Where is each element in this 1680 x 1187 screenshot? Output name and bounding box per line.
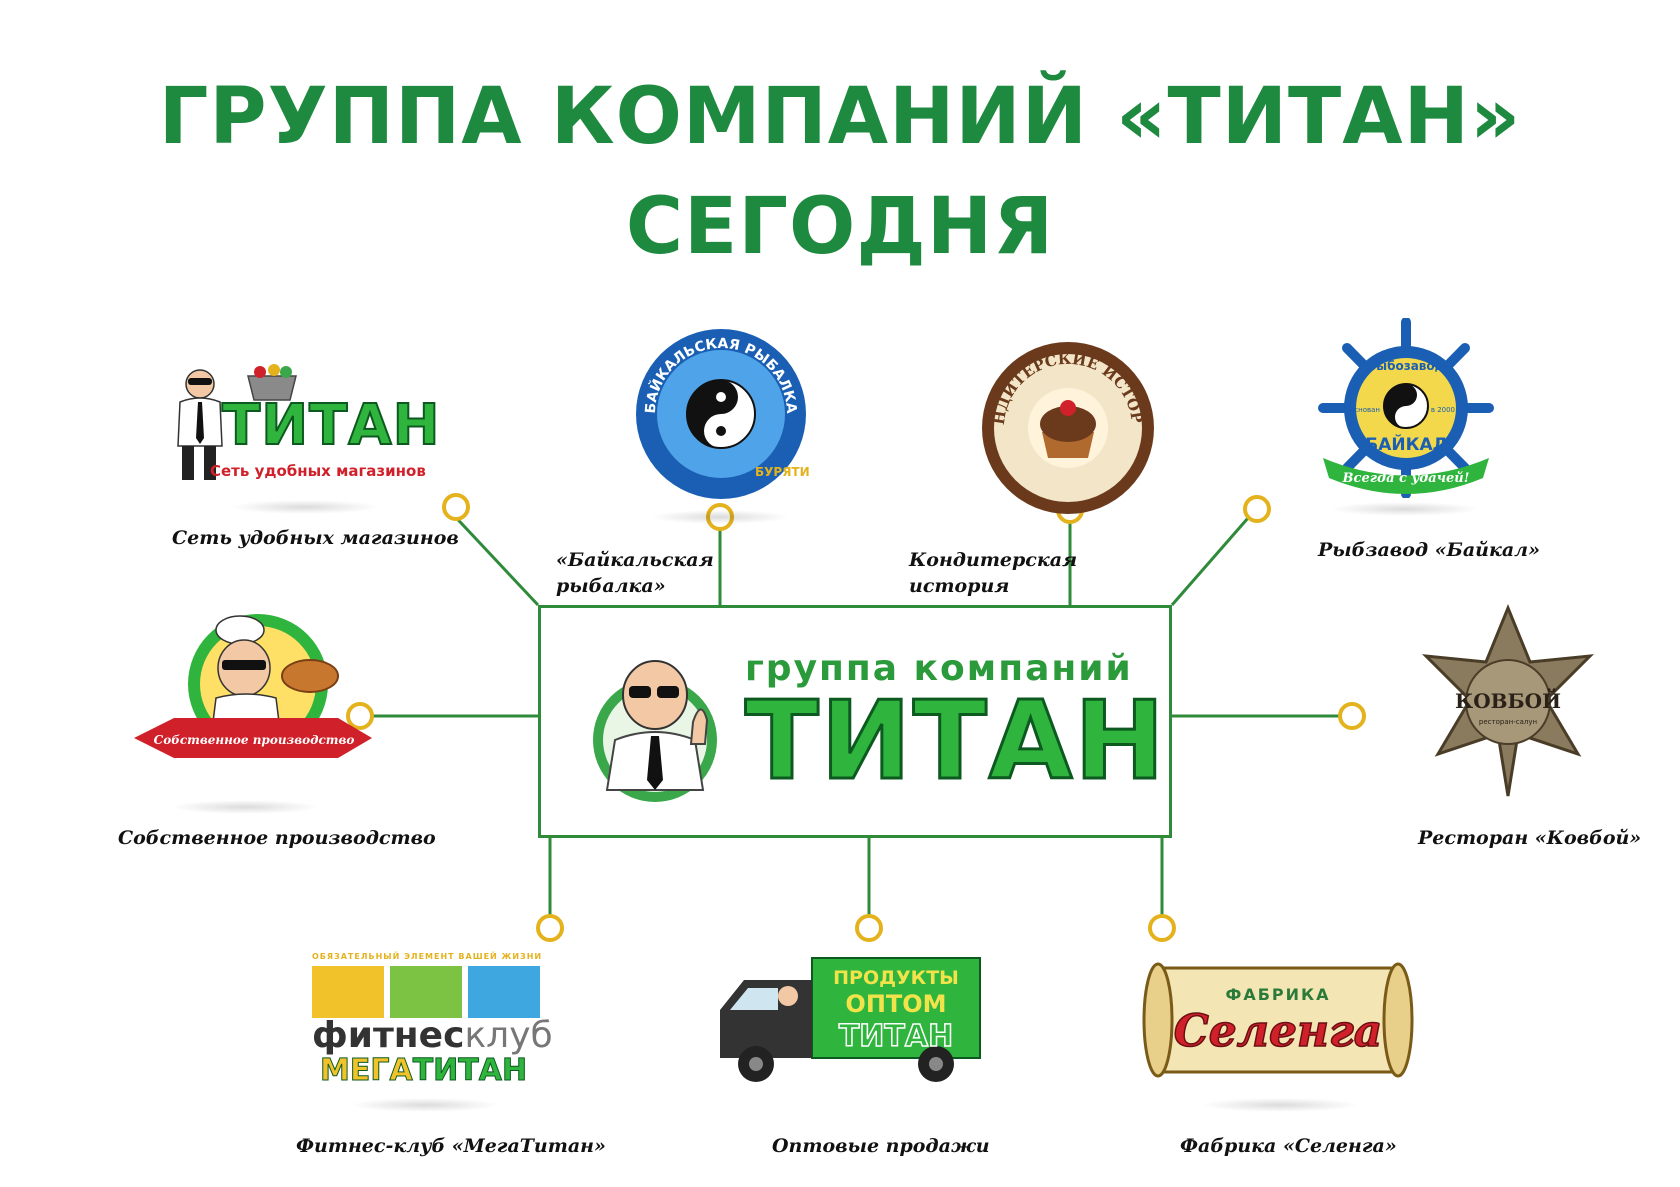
mascot-icon (593, 660, 717, 802)
logo-fishery-left: основан (1350, 406, 1380, 414)
caption-confectionery-line-1: Кондитерская (909, 549, 1078, 571)
node-fishing (706, 503, 734, 531)
page-title-line-1: ГРУППА КОМПАНИЙ «ТИТАН» (158, 72, 1522, 162)
caption-selenga: Фабрика «Селенга» (1180, 1135, 1397, 1157)
logo-selenga-name: Селенга (1174, 1006, 1383, 1057)
caption-fishing-line-2: рыбалка» (556, 574, 666, 597)
caption-confectionery-line-2: история (909, 574, 1010, 597)
caption-fitness: Фитнес-клуб «МегаТитан» (296, 1135, 606, 1157)
logo-fitness-brand: МЕГАТИТАН (320, 1053, 528, 1088)
caption-fishery: Рыбзавод «Байкал» (1318, 539, 1540, 561)
logo-cowboy-sub: ресторан-салун (1479, 718, 1537, 726)
logo-shadow (1330, 502, 1480, 516)
node-stores (442, 493, 470, 521)
logo-shadow (650, 510, 790, 524)
caption-stores: Сеть удобных магазинов (172, 527, 459, 549)
connector-stores (445, 506, 540, 607)
caption-fishing-line-1: «Байкальская (556, 549, 714, 571)
logo-production-ribbon: Собственное производство (154, 733, 355, 747)
connector-fishery (1170, 509, 1257, 606)
logo-fishing-bottom-text: БУРЯТИЯ (755, 465, 809, 479)
fitness-tile-yellow (312, 966, 384, 1018)
logo-fitness-brand2: ТИТАН (412, 1053, 528, 1088)
logo-fitness-word: фитнесклуб (312, 1018, 553, 1054)
logo-wholesale-line3: ТИТАН (839, 1019, 953, 1054)
logo-fishing: БАЙКАЛЬСКАЯ РЫБАЛКА БУРЯТИЯ (636, 329, 809, 499)
logo-shadow (1200, 1098, 1360, 1112)
logo-selenga-top: ФАБРИКА (1225, 985, 1330, 1004)
center-logo-name: ТИТАН (744, 679, 1167, 804)
caption-confectionery: Кондитерская история (909, 548, 1077, 599)
logo-cowboy-name: КОВБОЙ (1455, 687, 1561, 713)
node-selenga (1148, 914, 1176, 942)
shopping-basket-icon (247, 364, 297, 401)
logo-fishery-top: рыбозавод (1368, 359, 1445, 373)
page-title-line-2: СЕГОДНЯ (625, 182, 1055, 272)
logo-fishery: рыбозавод основан в 2000 г. БАЙКАЛ Всегд… (1318, 318, 1494, 498)
logo-stores: ТИТАН Сеть удобных магазинов (170, 362, 460, 490)
logo-wholesale: ПРОДУКТЫ ОПТОМ ТИТАН (720, 957, 981, 1082)
caption-production: Собственное производство (118, 827, 436, 849)
logo-shadow (230, 500, 380, 514)
logo-wholesale-line2: ОПТОМ (845, 990, 946, 1018)
logo-confectionery: КОНДИТЕРСКИЕ ИСТОРИИ (980, 340, 1154, 514)
mascot-icon (177, 369, 223, 480)
node-wholesale (855, 914, 883, 942)
logo-fitness-word1: фитнес (312, 1015, 465, 1056)
logo-fishery-ribbon: Всегда с удачей! (1342, 471, 1470, 486)
logo-fitness-brand1: МЕГА (320, 1053, 414, 1088)
logo-stores-name: ТИТАН (221, 393, 441, 458)
logo-shadow (170, 800, 320, 814)
logo-fitness: ОБЯЗАТЕЛЬНЫЙ ЭЛЕМЕНТ ВАШЕЙ ЖИЗНИ фитнеск… (312, 952, 553, 1092)
logo-stores-tagline: Сеть удобных магазинов (210, 462, 426, 480)
node-fitness (536, 914, 564, 942)
logo-cowboy: КОВБОЙ ресторан-салун (1421, 604, 1595, 797)
logo-fishery-right: в 2000 г. (1431, 406, 1463, 414)
fitness-tile-green (390, 966, 462, 1018)
logo-fitness-top: ОБЯЗАТЕЛЬНЫЙ ЭЛЕМЕНТ ВАШЕЙ ЖИЗНИ (312, 952, 543, 961)
logo-wholesale-line1: ПРОДУКТЫ (833, 967, 959, 989)
center-logo-subtitle: группа компаний (745, 648, 1133, 689)
caption-fishing: «Байкальская рыбалка» (556, 548, 714, 599)
fitness-tile-blue (468, 966, 540, 1018)
logo-fitness-word2: клуб (464, 1015, 553, 1056)
logo-fishery-name: БАЙКАЛ (1365, 433, 1447, 455)
logo-shadow (350, 1098, 500, 1112)
caption-cowboy: Ресторан «Ковбой» (1418, 827, 1642, 849)
node-cowboy (1338, 702, 1366, 730)
node-fishery (1243, 495, 1271, 523)
logo-production: Собственное производство (134, 614, 372, 758)
caption-wholesale: Оптовые продажи (772, 1135, 990, 1157)
logo-selenga: ФАБРИКА Селенга (1142, 962, 1414, 1078)
node-production (346, 702, 374, 730)
